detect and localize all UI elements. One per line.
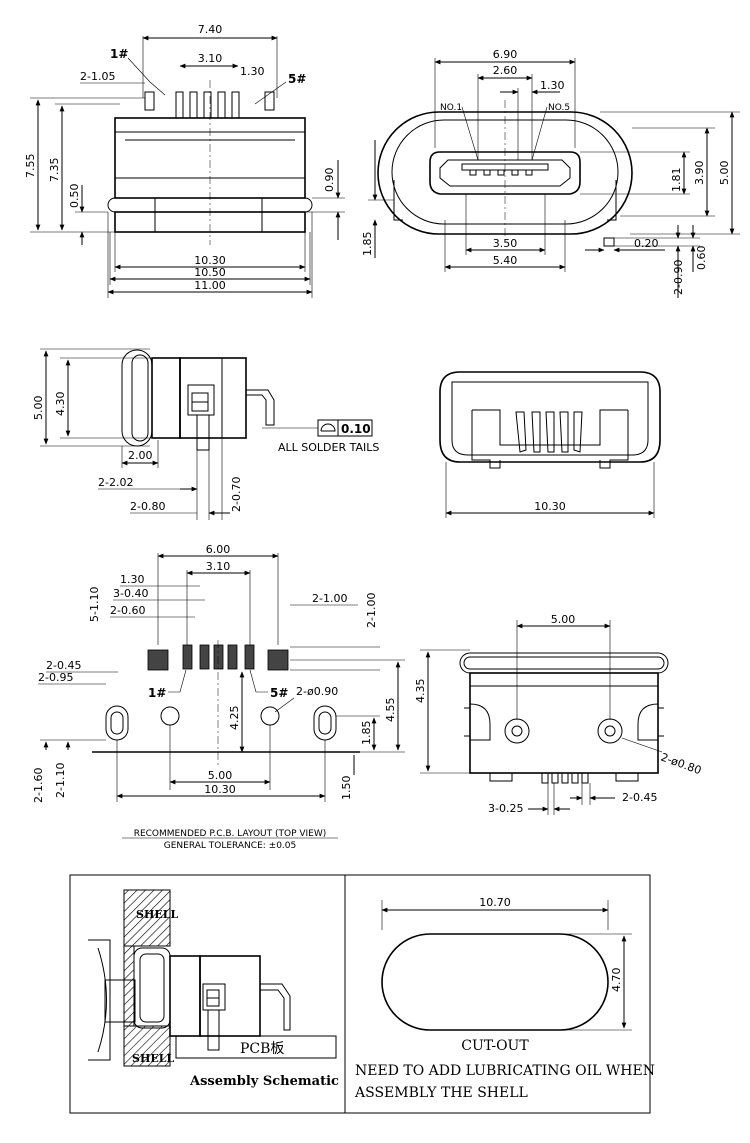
side-flatness-note: ALL SOLDER TAILS	[278, 441, 379, 454]
dim-mouth-tail: 0.20	[634, 237, 659, 250]
bottom-view: 10.30	[439, 371, 661, 518]
front-pins	[144, 91, 275, 119]
pcb-tolerance: GENERAL TOLERANCE: ±0.05	[164, 841, 297, 851]
dim-pcb-offset2: 4.55	[384, 698, 397, 723]
dim-front-right: 0.90	[323, 168, 336, 193]
dim-bottom-width: 10.30	[534, 500, 566, 513]
rear-tails	[541, 772, 589, 784]
dim-rear-post: 2-ø0.80	[659, 751, 703, 778]
assembly-schematic: SHELL SHELL PCB板 Assembly Schematic	[69, 874, 651, 1114]
dim-pcb-holespan: 5.00	[208, 769, 233, 782]
mouth-contacts	[469, 169, 533, 176]
dim-pcb-offset3: 1.85	[360, 721, 373, 746]
side-flatness-value: 0.10	[341, 422, 371, 436]
dim-pcb-pitchspan: 3.10	[206, 560, 231, 573]
bottom-contacts	[515, 411, 583, 453]
dim-pcb-total: 10.30	[204, 783, 236, 796]
pcb-layout: 6.00 3.10 1.30 3-0.40 2-0.60 5-1.10 2-1.…	[32, 543, 405, 851]
pcb-pads	[147, 644, 289, 671]
dim-mouth-outer: 6.90	[493, 48, 518, 61]
dim-front-width-outer: 11.00	[194, 279, 226, 292]
dim-mouth-mid: 5.40	[493, 254, 518, 267]
dim-front-pitch: 3.10	[198, 52, 223, 65]
dim-pcb-edge: 1.50	[340, 776, 353, 801]
dim-front-body: 7.35	[48, 158, 61, 183]
dim-front-ear: 2-1.05	[80, 70, 115, 83]
front-view: 7.40 3.10 1.30 2-1.05 1# 5#	[24, 23, 345, 298]
dim-rear-tailw2: 2-0.45	[622, 791, 657, 804]
dim-mouth-tailoff: 0.60	[695, 246, 708, 271]
dim-pcb-pitch: 1.30	[120, 573, 145, 586]
dim-mouth-slotw: 3.50	[493, 237, 518, 250]
dim-mouth-pitch: 2.60	[493, 64, 518, 77]
dim-front-top: 7.40	[198, 23, 223, 36]
dim-mouth-tailw: 2-0.90	[672, 260, 685, 295]
pcb-pin1-label: 1#	[148, 686, 166, 700]
dim-pcb-slotw: 2-0.45	[46, 659, 81, 672]
dim-mouth-left: 1.85	[361, 232, 374, 257]
dim-pcb-padlen: 5-1.10	[88, 587, 101, 622]
assembly-pcb-label: PCB板	[240, 1041, 284, 1057]
dim-side-inner: 4.30	[54, 392, 67, 417]
dim-side-tail: 2-0.70	[230, 477, 243, 512]
dim-mouth-pin: 1.30	[540, 79, 565, 92]
dim-front-width-mid: 10.50	[194, 266, 226, 279]
front-pin1-label: 1#	[110, 47, 128, 61]
dim-mouth-overall: 5.00	[718, 161, 731, 186]
cutout-note-line1: NEED TO ADD LUBRICATING OIL WHEN	[355, 1063, 655, 1079]
assembly-title: Assembly Schematic	[189, 1074, 339, 1089]
dim-front-pin: 1.30	[240, 65, 265, 78]
dim-side-height: 5.00	[32, 396, 45, 421]
dim-pcb-offset: 4.25	[228, 706, 241, 731]
dim-mouth-slot: 1.81	[670, 168, 683, 193]
dim-mouth-body: 3.90	[693, 161, 706, 186]
dim-side-pegw: 2-0.80	[130, 500, 165, 513]
rear-view: 5.00 4.35 2-ø0.80 3-0.25	[414, 613, 703, 815]
dim-pcb-hole: 2-ø0.90	[296, 685, 338, 698]
dim-cutout-height: 4.70	[610, 968, 623, 993]
dim-pcb-lower1: 2-1.60	[32, 768, 45, 803]
cutout-label: CUT-OUT	[461, 1038, 529, 1054]
assembly-shell-bottom: SHELL	[132, 1052, 174, 1065]
dim-pcb-padside2: 2-1.00	[365, 593, 378, 628]
front-pin5-label: 5#	[288, 72, 306, 86]
dim-front-width-inner: 10.30	[194, 254, 226, 267]
dim-rear-tailw: 3-0.25	[488, 802, 523, 815]
side-view: 5.00 4.30 0.10 ALL SOLDER TAILS 2.00 2-2…	[32, 348, 379, 520]
dim-pcb-slotw2: 2-0.95	[38, 671, 73, 684]
dim-rear-height: 4.35	[414, 679, 427, 704]
dim-pcb-lower2: 2-1.10	[54, 763, 67, 798]
dim-cutout-width: 10.70	[479, 896, 511, 909]
mouth-no5-label: NO.5	[548, 103, 570, 113]
dim-front-height: 7.55	[24, 154, 37, 179]
cutout-note-line2: ASSEMBLY THE SHELL	[354, 1085, 528, 1101]
pcb-pin5-label: 5#	[270, 686, 288, 700]
dim-pcb-padside: 2-1.00	[312, 592, 347, 605]
assembly-shell-top: SHELL	[136, 908, 178, 921]
dim-front-flange: 0.50	[68, 184, 81, 209]
cutout-panel: 10.70 4.70 CUT-OUT NEED TO ADD LUBRICATI…	[354, 896, 655, 1101]
mouth-view: 6.90 2.60 1.30 NO.1 NO.5 1.8	[361, 48, 740, 298]
pcb-title: RECOMMENDED P.C.B. LAYOUT (TOP VIEW)	[134, 829, 327, 839]
dim-side-depth: 2.00	[128, 449, 153, 462]
dim-side-peg: 2-2.02	[98, 476, 133, 489]
mouth-no1-label: NO.1	[440, 103, 462, 113]
dim-rear-span: 5.00	[551, 613, 576, 626]
dim-pcb-padw2: 2-0.60	[110, 604, 145, 617]
dim-pcb-span: 6.00	[206, 543, 231, 556]
dim-pcb-padw: 3-0.40	[113, 587, 148, 600]
